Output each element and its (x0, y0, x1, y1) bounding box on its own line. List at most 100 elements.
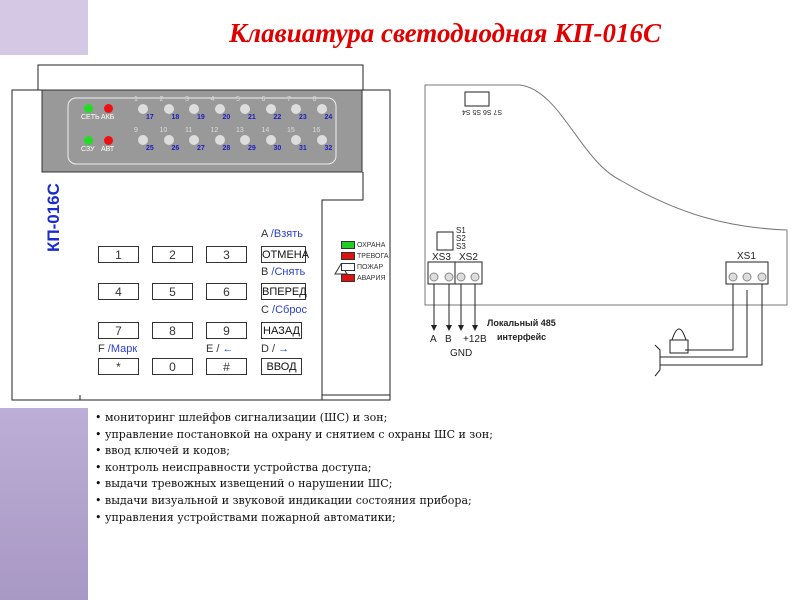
pin-b: B (445, 334, 452, 345)
legend-label: ТРЕВОГА (357, 252, 389, 260)
status-led-label: СЗУ (81, 146, 95, 153)
zone-number-alt: 23 (299, 114, 307, 121)
zone-number: 8 (312, 96, 317, 103)
legend-label: ОХРАНА (357, 241, 386, 249)
zone-led (138, 104, 148, 114)
zone-led (265, 104, 276, 114)
key-7[interactable]: 8 (152, 322, 193, 339)
zone-number: 15 (287, 127, 295, 134)
key-3[interactable]: 4 (98, 283, 139, 300)
zone-led (214, 135, 225, 145)
function-key[interactable]: ВПЕРЕД (261, 283, 307, 300)
jumpers-s4-s7: S7 S6 S5 S4 (462, 108, 503, 115)
zone-number: 12 (210, 127, 219, 134)
key-alt-function: /Снять (271, 266, 306, 278)
key-9[interactable]: * (98, 358, 139, 375)
zone-number: 2 (159, 96, 164, 103)
legend-swatch (341, 241, 355, 249)
zone-number-alt: 18 (171, 114, 180, 121)
key-letter: E / (206, 343, 220, 355)
feature-item: ввод ключей и кодов; (95, 443, 493, 460)
zone-number: 10 (159, 127, 168, 134)
legend-label: ПОЖАР (357, 263, 384, 271)
feature-item: выдачи визуальной и звуковой индикации с… (95, 493, 493, 510)
key-6[interactable]: 7 (98, 322, 139, 339)
key-letter: C (261, 304, 269, 316)
zone-number: 7 (287, 96, 291, 103)
zone-number-alt: 31 (299, 145, 307, 152)
zone-number: 14 (261, 127, 270, 134)
jumper-s3: S3 (456, 242, 466, 251)
key-11[interactable]: # (206, 358, 247, 375)
zone-led (291, 135, 301, 145)
feature-list: мониторинг шлейфов сигнализации (ШС) и з… (95, 410, 493, 526)
key-alt-function: → (278, 343, 290, 355)
key-10[interactable]: 0 (152, 358, 193, 375)
zone-number: 3 (185, 96, 189, 103)
key-0[interactable]: 1 (98, 246, 139, 263)
legend-swatch (341, 274, 355, 282)
feature-item: контроль неисправности устройства доступ… (95, 460, 493, 477)
legend-item: ОХРАНА (341, 241, 385, 249)
zone-led (189, 135, 199, 145)
connector-xs2: XS2 (459, 252, 478, 263)
zone-number-alt: 19 (197, 114, 205, 121)
zone-number-alt: 20 (222, 114, 231, 121)
zone-number-alt: 29 (248, 145, 256, 152)
zone-number-alt: 21 (248, 114, 256, 121)
jumper-s1: S1 (456, 226, 466, 235)
zone-led (189, 104, 199, 114)
legend-item: ПОЖАР (341, 263, 383, 271)
status-led-label: АКБ (101, 114, 115, 121)
legend-label: АВАРИЯ (357, 274, 386, 282)
function-key[interactable]: ОТМЕНА (261, 246, 309, 263)
legend-item: АВАРИЯ (341, 274, 386, 282)
zone-number-alt: 28 (222, 145, 231, 152)
key-5[interactable]: 6 (206, 283, 247, 300)
key-4[interactable]: 5 (152, 283, 193, 300)
model-label: КП-016С (44, 183, 63, 252)
zone-number: 16 (312, 127, 321, 134)
zone-led (163, 104, 174, 114)
key-alt-label: E / ← (206, 343, 234, 355)
key-letter: B (261, 266, 269, 278)
zone-led (240, 104, 250, 114)
zone-number: 9 (134, 127, 138, 134)
function-key[interactable]: ВВОД (261, 358, 302, 375)
zone-led (163, 135, 174, 145)
zone-number: 1 (134, 96, 138, 103)
interface-label-1: Локальный 485 (487, 318, 556, 328)
key-alt-function: ← (222, 343, 234, 355)
connector-xs1: XS1 (737, 251, 756, 262)
interface-label-2: интерфейс (497, 332, 547, 342)
zone-number-alt: 27 (197, 145, 205, 152)
function-key[interactable]: НАЗАД (261, 322, 302, 339)
connector-xs3: XS3 (432, 252, 451, 263)
zone-led (291, 104, 301, 114)
zone-number: 13 (236, 127, 244, 134)
key-2[interactable]: 3 (206, 246, 247, 263)
zone-led (265, 135, 276, 145)
legend-item: ТРЕВОГА (341, 252, 389, 260)
pin-gnd: GND (450, 348, 473, 359)
key-alt-label: F /Марк (98, 343, 137, 355)
decor-bar-bottom (0, 408, 88, 600)
status-led-label: АВТ (101, 146, 115, 153)
decor-bar-top (0, 0, 88, 55)
feature-item: управления устройствами пожарной автомат… (95, 510, 493, 527)
zone-number-alt: 30 (273, 145, 282, 152)
zone-number: 4 (210, 96, 215, 103)
key-8[interactable]: 9 (206, 322, 247, 339)
status-led (104, 136, 113, 145)
zone-number: 5 (236, 96, 240, 103)
status-led (84, 104, 93, 113)
jumper-s2: S2 (456, 234, 466, 243)
key-1[interactable]: 2 (152, 246, 193, 263)
key-alt-label: A /Взять (261, 228, 303, 240)
feature-item: управление постановкой на охрану и сняти… (95, 427, 493, 444)
status-led-label: СЕТЬ (81, 114, 100, 121)
legend-swatch (341, 252, 355, 260)
key-alt-label: D / → (261, 343, 289, 355)
zone-number-alt: 24 (324, 114, 333, 121)
